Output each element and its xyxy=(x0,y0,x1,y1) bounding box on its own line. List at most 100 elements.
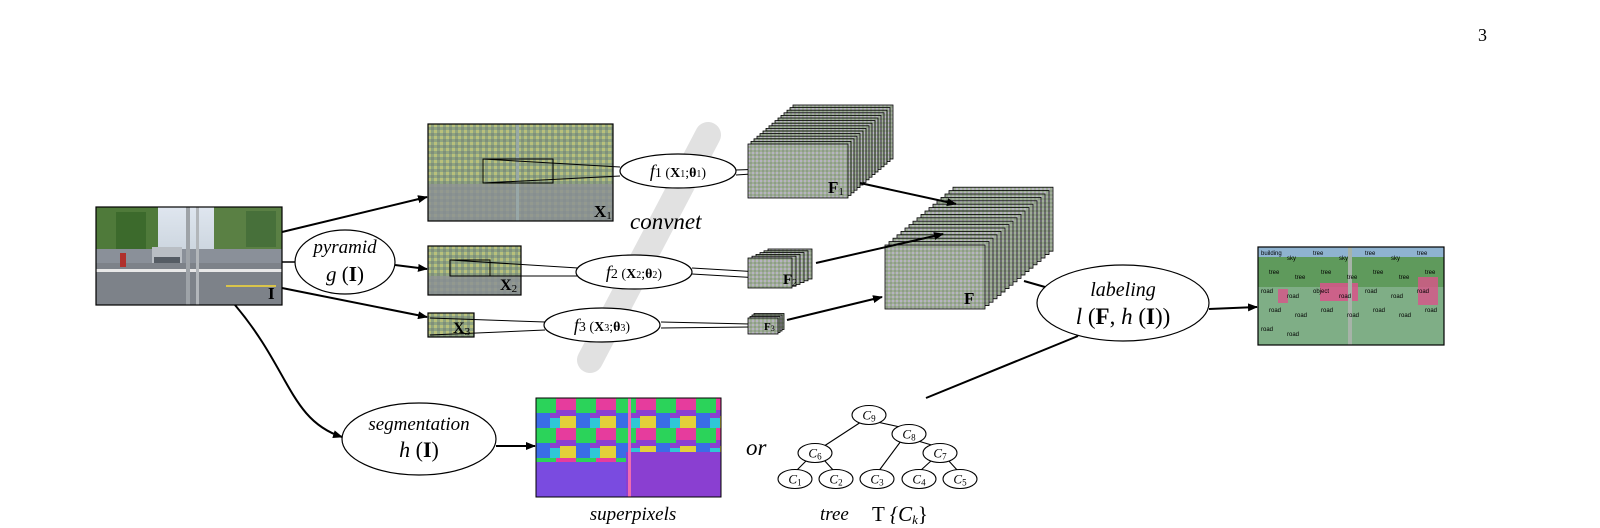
feature-map-layer xyxy=(884,244,986,310)
arrow-input-to-segmentation xyxy=(234,304,343,438)
f3-output-label: F xyxy=(764,321,771,333)
feature-map-layer xyxy=(747,317,779,335)
output-class-label: road xyxy=(1417,289,1429,295)
svg-text:T {Ck}: T {Ck} xyxy=(872,502,928,527)
tree-caption: tree xyxy=(820,504,849,525)
svg-text:F1: F1 xyxy=(828,178,844,198)
output-class-label: object xyxy=(1313,289,1329,295)
output-class-label: road xyxy=(1365,289,1377,295)
pyramid-node: pyramid g (I) xyxy=(294,229,396,295)
page-number: 3 xyxy=(1478,25,1487,45)
tree-node-c1 xyxy=(777,468,813,490)
convnet-f3-node: f3 (X3;θ3) xyxy=(543,307,661,343)
output-class-label: road xyxy=(1391,294,1403,300)
tree-node-label-c8: C8 xyxy=(902,427,916,443)
output-class-label: road xyxy=(1399,313,1411,319)
pyramid-arg: I xyxy=(349,262,357,286)
arrow-labeling-to-output xyxy=(1208,303,1258,312)
tree-node-c9 xyxy=(851,404,887,426)
output-class-label: tree xyxy=(1417,251,1428,257)
tree-node-c6 xyxy=(797,442,833,464)
f3-fn: f xyxy=(574,315,582,335)
tree-node-label-c3: C3 xyxy=(870,472,884,488)
tree-node-c8 xyxy=(891,423,927,445)
output-class-label: road xyxy=(1373,308,1385,314)
x1-label: X xyxy=(594,202,607,221)
tree-node-c3 xyxy=(859,468,895,490)
combined-feature-label: F xyxy=(964,289,974,308)
arrow-input-to-x3 xyxy=(281,287,428,320)
output-class-label: road xyxy=(1339,294,1351,300)
f2-fn: f xyxy=(606,262,614,282)
tree-node-c7 xyxy=(922,442,958,464)
output-class-label: road xyxy=(1269,308,1281,314)
convnet-label: convnet xyxy=(630,209,702,234)
scale-x2-image: X2 xyxy=(427,245,522,296)
feature-stack-f3 xyxy=(747,313,785,335)
arrow-f3-to-f xyxy=(786,295,883,321)
output-class-label: tree xyxy=(1347,275,1358,281)
output-class-label: tree xyxy=(1269,270,1280,276)
svg-text:X3: X3 xyxy=(453,320,471,338)
svg-text:f3 (X3;θ3): f3 (X3;θ3) xyxy=(574,315,631,335)
arrow-pyramid-to-x2 xyxy=(394,263,428,272)
output-class-label: road xyxy=(1287,294,1299,300)
svg-text:X1: X1 xyxy=(594,202,612,222)
output-class-label: road xyxy=(1287,332,1299,338)
labeling-node: labeling l (F, h (I)) xyxy=(1036,264,1210,342)
feature-stack-f2 xyxy=(747,248,813,289)
output-class-label: road xyxy=(1425,308,1437,314)
feature-stack-f1 xyxy=(747,104,894,199)
tree-node-label-c6: C6 xyxy=(808,446,822,462)
feature-map-layer xyxy=(747,143,849,199)
output-class-label: tree xyxy=(1399,275,1410,281)
svg-text:F2: F2 xyxy=(783,272,797,289)
input-image-label: I xyxy=(268,284,275,303)
tree-node-label-c4: C4 xyxy=(912,472,926,488)
output-class-label: tree xyxy=(1425,270,1436,276)
feature-map-layer xyxy=(747,257,793,289)
arrow-input-to-x1 xyxy=(281,195,428,233)
svg-text:g (I): g (I) xyxy=(326,262,364,286)
tree-symbol: T xyxy=(872,502,885,526)
output-labeled-image: buildingskytreeskytreeskytreetreetreetre… xyxy=(1257,246,1445,346)
output-class-label: tree xyxy=(1373,270,1384,276)
tree-node-label-c7: C7 xyxy=(933,446,947,462)
output-class-label: tree xyxy=(1321,270,1332,276)
x2-label: X xyxy=(500,277,512,294)
svg-text:F3: F3 xyxy=(764,321,775,333)
line-f-to-labeling xyxy=(1023,280,1046,288)
or-label: or xyxy=(746,435,768,460)
tree-node-c5 xyxy=(942,468,978,490)
x3-label: X xyxy=(453,320,465,337)
labeling-label: labeling xyxy=(1090,279,1156,301)
output-class-label: sky xyxy=(1391,256,1400,262)
tree-node-label-c9: C9 xyxy=(862,408,876,424)
output-class-label: tree xyxy=(1365,251,1376,257)
arrow-f2-to-f xyxy=(815,232,944,264)
svg-text:f1 (X1;θ1): f1 (X1;θ1) xyxy=(650,161,707,181)
svg-text:X2: X2 xyxy=(500,277,517,295)
pyramid-label: pyramid xyxy=(311,237,377,258)
convnet-f1-node: f1 (X1;θ1) xyxy=(619,153,737,189)
f1-output-label: F xyxy=(828,178,838,197)
tree-node-label-c5: C5 xyxy=(953,472,967,488)
svg-text:h (I): h (I) xyxy=(399,437,439,462)
output-class-label: road xyxy=(1295,313,1307,319)
tree-set: {C xyxy=(890,502,913,526)
output-class-label: road xyxy=(1261,289,1273,295)
segmentation-node: segmentation h (I) xyxy=(341,402,497,476)
output-class-label: road xyxy=(1321,308,1333,314)
segmentation-label: segmentation xyxy=(368,414,469,435)
svg-text:f2 (X2;θ2): f2 (X2;θ2) xyxy=(606,262,663,282)
pyramid-fn: g xyxy=(326,262,337,286)
output-class-label: sky xyxy=(1287,256,1296,262)
f2-output-label: F xyxy=(783,272,792,288)
tree-node-c2 xyxy=(818,468,854,490)
output-class-label: road xyxy=(1261,327,1273,333)
tree-node-c4 xyxy=(901,468,937,490)
input-image: I xyxy=(95,206,283,306)
superpixels-image xyxy=(535,397,722,498)
labeling-fn: l xyxy=(1076,304,1082,329)
